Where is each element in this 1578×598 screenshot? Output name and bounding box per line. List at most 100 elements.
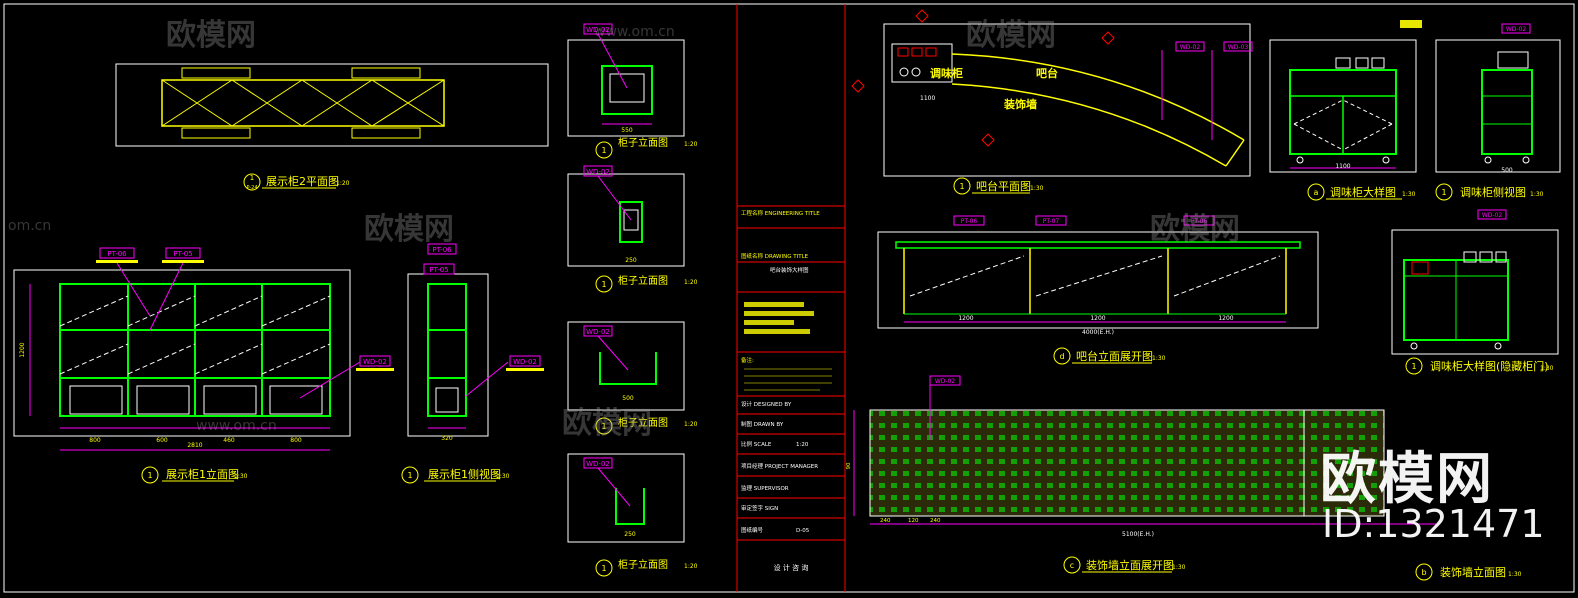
- bar-counter-elevation: PT-06 PT-07 PT-06 1200 1200 1200 4000(E.…: [877, 215, 1319, 365]
- material-tag: PT-05: [173, 250, 192, 258]
- svg-text:PT-06: PT-06: [1191, 218, 1208, 225]
- svg-text:1: 1: [601, 146, 606, 155]
- watermark-brand: 欧模网: [1150, 212, 1240, 247]
- svg-text:设 计 咨 询: 设 计 咨 询: [774, 563, 809, 572]
- view-title: 吧台平面图: [976, 179, 1031, 193]
- svg-text:1:30: 1:30: [1530, 191, 1544, 198]
- svg-text:1:30: 1:30: [1172, 564, 1186, 571]
- view-title: 展示柜1侧视图: [428, 467, 501, 481]
- view-title: 调味柜大样图(隐藏柜门): [1430, 359, 1549, 373]
- svg-text:WD-02: WD-02: [1506, 26, 1527, 33]
- svg-text:2810: 2810: [187, 442, 202, 449]
- svg-text:800: 800: [290, 437, 302, 444]
- svg-text:1200: 1200: [1218, 315, 1233, 322]
- svg-text:PT-07: PT-07: [1043, 218, 1060, 225]
- svg-text:1: 1: [601, 422, 606, 431]
- watermark-id: ID:1321471: [1322, 502, 1545, 546]
- title-block: 工程名称 ENGINEERING TITLE 图纸名称 DRAWING TITL…: [737, 205, 845, 572]
- watermark-brand: 欧模网: [166, 18, 256, 53]
- svg-text:图纸名称 DRAWING TITLE: 图纸名称 DRAWING TITLE: [741, 252, 809, 260]
- view-title: 装饰墙立面展开图: [1086, 558, 1174, 572]
- decorative-wall-elevation: WD-02 240 120 240 5100(E.H.) 90 c 装饰墙立面展…: [846, 375, 1522, 581]
- svg-text:WD-02: WD-02: [513, 358, 537, 366]
- svg-text:PT-06: PT-06: [432, 246, 452, 254]
- svg-text:1:20: 1:20: [684, 421, 698, 428]
- svg-text:审定签字 SIGN: 审定签字 SIGN: [741, 504, 778, 512]
- watermark-brand: 欧模网: [966, 18, 1056, 53]
- svg-text:320: 320: [441, 435, 453, 442]
- svg-text:PT-06: PT-06: [961, 218, 978, 225]
- svg-text:800: 800: [89, 437, 101, 444]
- display-cabinet-2-plan: 1 P-24 展示柜2平面图 1:20: [115, 63, 549, 191]
- svg-text:1:20: 1:20: [796, 442, 809, 448]
- view-marker: [141, 466, 159, 484]
- seasoning-cabinet-side: WD-02 500 1 调味柜侧视图 1:30: [1435, 23, 1561, 201]
- svg-text:4000(E.H.): 4000(E.H.): [1082, 329, 1114, 336]
- svg-text:WD-02: WD-02: [586, 26, 610, 34]
- view-title: 柜子立面图: [618, 558, 668, 571]
- marker-sheet: P-24: [246, 185, 257, 191]
- svg-text:吧台: 吧台: [1036, 66, 1058, 80]
- svg-text:吧台装饰大样图: 吧台装饰大样图: [770, 266, 809, 274]
- svg-text:500: 500: [622, 395, 634, 402]
- view-title: 柜子立面图: [618, 136, 668, 149]
- sheet-border: [3, 3, 1575, 593]
- svg-text:90: 90: [846, 462, 852, 469]
- material-tag: PT-06: [107, 250, 127, 258]
- view-title: 装饰墙立面图: [1440, 565, 1506, 579]
- svg-text:1:20: 1:20: [684, 279, 698, 286]
- svg-text:D-05: D-05: [796, 528, 810, 534]
- view-title: 调味柜大样图: [1330, 185, 1396, 199]
- view-title: 柜子立面图: [618, 274, 668, 287]
- svg-text:1: 1: [1411, 362, 1416, 371]
- svg-text:240: 240: [880, 518, 891, 524]
- svg-text:WD-02: WD-02: [1482, 212, 1503, 219]
- svg-text:d: d: [1059, 352, 1064, 361]
- material-tag: WD-02: [363, 358, 387, 366]
- cabinet-elevation-1: WD-02 550 1 柜子立面图 1:20: [567, 23, 698, 159]
- svg-text:项目经理 PROJECT MANAGER: 项目经理 PROJECT MANAGER: [741, 462, 818, 470]
- svg-text:250: 250: [624, 531, 636, 538]
- svg-text:1:20: 1:20: [684, 141, 698, 148]
- marker-number: 1: [250, 174, 254, 182]
- view-title: 展示柜2平面图: [266, 175, 339, 188]
- watermark-url: www.om.cn: [196, 418, 277, 434]
- svg-text:监理 SUPERVISOR: 监理 SUPERVISOR: [741, 484, 789, 492]
- svg-text:1:30: 1:30: [234, 473, 248, 480]
- svg-text:1200: 1200: [958, 315, 973, 322]
- svg-text:制图 DRAWN BY: 制图 DRAWN BY: [741, 420, 784, 428]
- svg-text:调味柜: 调味柜: [930, 66, 963, 80]
- watermark-url: www.om.cn: [594, 24, 675, 40]
- seasoning-cabinet-detail: 1100 a 调味柜大样图 1:30: [1269, 20, 1422, 201]
- svg-text:1: 1: [1441, 188, 1446, 197]
- watermark-brand-large: 欧模网: [1320, 447, 1494, 512]
- svg-text:500: 500: [1501, 167, 1513, 174]
- svg-text:WD-02: WD-02: [1180, 44, 1201, 51]
- cabinet-elevation-2: WD-02 250 1 柜子立面图 1:20: [567, 165, 698, 293]
- svg-text:1:30: 1:30: [1030, 185, 1044, 192]
- svg-text:1:30: 1:30: [496, 473, 510, 480]
- seasoning-cabinet-hidden-door: WD-02 1 调味柜大样图(隐藏柜门) 1:30: [1391, 209, 1559, 375]
- view-marker: [243, 173, 261, 191]
- svg-text:1200: 1200: [1090, 315, 1105, 322]
- svg-text:WD-02: WD-02: [935, 378, 956, 385]
- svg-text:120: 120: [908, 518, 919, 524]
- svg-text:1: 1: [601, 564, 606, 573]
- view-scale: 1:20: [336, 180, 350, 187]
- watermark-brand: 欧模网: [562, 406, 652, 441]
- svg-text:1: 1: [959, 182, 964, 191]
- watermark-brand: 欧模网: [364, 212, 454, 247]
- svg-text:250: 250: [625, 257, 637, 264]
- view-title: 调味柜侧视图: [1460, 185, 1526, 199]
- svg-text:1: 1: [407, 471, 412, 480]
- svg-text:1:30: 1:30: [1508, 571, 1522, 578]
- svg-text:1:30: 1:30: [1540, 365, 1554, 372]
- svg-text:1:30: 1:30: [1152, 355, 1166, 362]
- svg-text:比例 SCALE: 比例 SCALE: [741, 440, 772, 448]
- svg-text:1:30: 1:30: [1402, 191, 1416, 198]
- view-title: 柜子立面图: [618, 416, 668, 429]
- svg-text:设计 DESIGNED BY: 设计 DESIGNED BY: [741, 400, 792, 408]
- svg-text:b: b: [1421, 568, 1426, 577]
- svg-text:1: 1: [601, 280, 606, 289]
